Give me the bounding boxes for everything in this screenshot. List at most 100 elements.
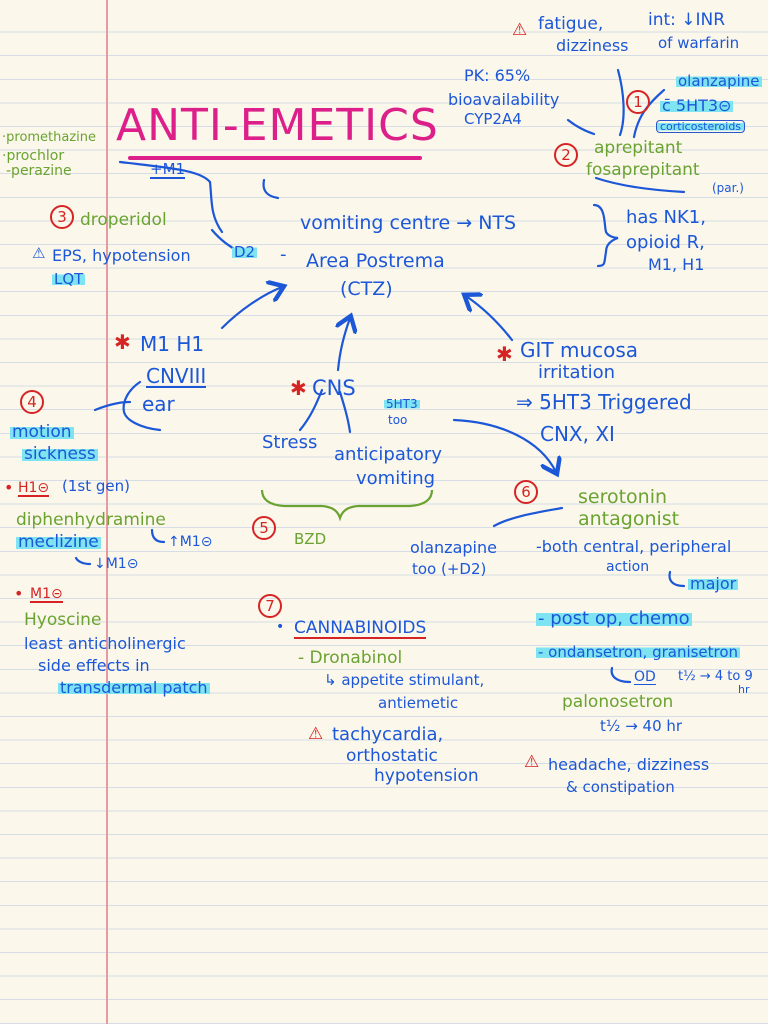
receptors-line-1: has NK1, [626, 207, 706, 228]
diphenhydramine-label: diphenhydramine [16, 510, 166, 530]
anticipatory-label: anticipatory [334, 444, 442, 465]
motion-label: motion [10, 422, 74, 442]
star-icon: ✱ [290, 376, 307, 400]
droperidol-label: droperidol [80, 210, 167, 230]
promethazine-label: ·promethazine [2, 130, 97, 145]
m1-increase: ↑M1⊝ [168, 534, 213, 550]
antiemetic-label: antiemetic [378, 694, 459, 712]
line-antic [338, 390, 352, 434]
fosaprepitant-label: fosaprepitant [586, 160, 700, 180]
five-ht3-small: 5HT3 [384, 397, 420, 411]
arrow-aprepitant-to-centre [594, 176, 686, 194]
star-icon: ✱ [114, 330, 131, 354]
olanzapine-too-2: too (+D2) [412, 560, 487, 578]
olanzapine-too-1: olanzapine [410, 538, 497, 557]
warning-icon: ⚠ [512, 20, 528, 40]
m1-h1-label: M1 H1 [140, 332, 205, 356]
arrow-cns-to-ctz [338, 318, 350, 372]
plus-m1-label: +M1 [150, 160, 186, 179]
area-postrema: Area Postrema [306, 250, 445, 272]
warning-fatigue: fatigue, [538, 14, 604, 34]
dronabinol-label: - Dronabinol [298, 648, 403, 668]
arrow-5ht3-to-serotonin [452, 418, 556, 472]
page-title: ANTI-EMETICS [116, 100, 439, 151]
orthostatic-label: orthostatic [346, 746, 438, 766]
m1-heading: M1⊝ [30, 586, 63, 603]
d2-dash: - [280, 244, 287, 265]
olanzapine-combo: c̄ 5HT3⊝ [660, 96, 734, 115]
od-label: OD [634, 669, 656, 685]
serotonin-label: serotonin [578, 486, 668, 508]
number-6-badge: 6 [514, 480, 538, 504]
antagonist-label: antagonist [578, 508, 680, 530]
bracket-m1 [262, 178, 280, 200]
post-op-chemo: - post op, chemo [536, 608, 692, 629]
stress-label: Stress [262, 432, 318, 453]
line-meclizine [74, 556, 92, 566]
warning-dizziness: dizziness [556, 36, 629, 55]
cns-label: CNS [312, 376, 356, 400]
line-pk-to-aprep [566, 118, 596, 136]
line-stress [298, 388, 324, 432]
vomiting-centre: vomiting centre → NTS [300, 212, 517, 234]
both-central-peripheral: -both central, peripheral [536, 537, 732, 556]
transdermal-patch: transdermal patch [58, 678, 210, 697]
warning-icon: ⚠ [524, 752, 540, 772]
major-label: major [688, 574, 739, 593]
hr-label: hr [738, 683, 750, 696]
hyoscine-label: Hyoscine [24, 610, 102, 630]
eps-hypotension: EPS, hypotension [52, 246, 191, 265]
vomiting-label: vomiting [356, 468, 436, 489]
number-3-badge: 3 [50, 205, 74, 229]
arrow-git-to-ctz [466, 296, 514, 342]
irritation-label: irritation [538, 362, 616, 383]
side-effects-in: side effects in [38, 656, 150, 675]
h1-heading: H1⊝ [18, 480, 50, 497]
tachycardia-label: tachycardia, [332, 724, 444, 745]
side-effects-constipation: & constipation [566, 778, 675, 796]
pk-label: PK: 65% [464, 66, 531, 85]
palonosetron-label: palonosetron [562, 692, 674, 712]
bracket-od [610, 666, 632, 684]
cannabinoids-heading: CANNABINOIDS [294, 618, 427, 639]
meclizine-label: meclizine [16, 532, 101, 552]
title-underline [128, 156, 422, 160]
action-label: action [606, 559, 650, 575]
warning-icon: ⚠ [308, 724, 324, 744]
git-mucosa-label: GIT mucosa [520, 338, 639, 362]
ondansetron-granisetron: - ondansetron, granisetron [536, 643, 741, 661]
interaction-warfarin: of warfarin [658, 34, 740, 52]
receptors-line-3: M1, H1 [648, 255, 705, 274]
cnv-label: CNVIII [146, 364, 207, 388]
interaction-inr: int: ↓INR [648, 10, 726, 30]
m1-decrease: ↓M1⊝ [94, 556, 139, 572]
par-label: (par.) [712, 181, 744, 195]
bracket-ear [122, 380, 162, 432]
bzd-brace [260, 489, 434, 522]
first-gen-label: (1st gen) [62, 477, 130, 495]
number-2-badge: 2 [554, 143, 578, 167]
pk-cyp: CYP2A4 [464, 110, 522, 128]
lqt-label: LQT [52, 270, 86, 288]
ear-label: ear [142, 392, 175, 416]
number-1-badge: 1 [626, 90, 650, 114]
line-diphen [150, 528, 166, 544]
bullet-h1: • [4, 478, 14, 497]
line-serotonin-to-olanz [492, 506, 564, 528]
perazine-label: -perazine [6, 163, 72, 179]
arrow-ear-to-ctz [220, 287, 282, 330]
least-anticholinergic: least anticholinergic [24, 634, 186, 653]
number-5-badge: 5 [252, 516, 276, 540]
ctz-label: (CTZ) [340, 278, 393, 300]
hypotension-label: hypotension [374, 766, 479, 786]
pk-bioavailability: bioavailability [448, 90, 560, 109]
half-life-palonosetron: t½ → 40 hr [600, 717, 683, 735]
star-icon: ✱ [496, 342, 513, 366]
number-4-badge: 4 [20, 390, 44, 414]
receptors-line-2: opioid R, [626, 232, 705, 253]
bullet-cannabinoids: • [276, 619, 285, 635]
sickness-label: sickness [22, 444, 98, 464]
prochlor-label: ·prochlor [2, 148, 65, 164]
too-small: too [388, 413, 408, 427]
bzd-label: BZD [294, 530, 327, 548]
